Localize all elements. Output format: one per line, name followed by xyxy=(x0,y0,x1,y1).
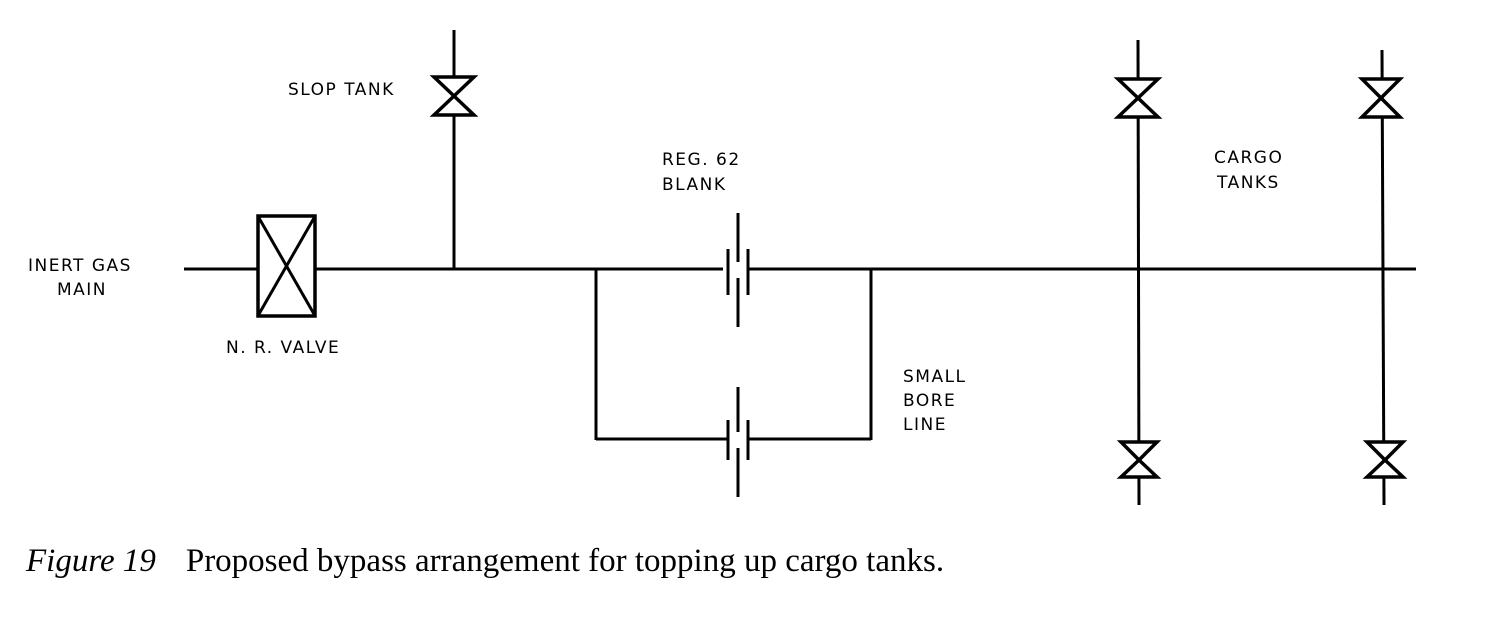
small-bore-line-label-line3: LINE xyxy=(903,415,947,435)
cargo-tanks-label-line2: TANKS xyxy=(1216,173,1280,193)
reg62-spectacle-blank-icon xyxy=(726,213,750,327)
cargo-tank-1-lower-gate-valve-icon xyxy=(1116,440,1162,479)
nr-valve-label: N. R. VALVE xyxy=(226,338,340,358)
figure-number: Figure 19 xyxy=(26,543,156,579)
cargo-tank-1-upper-gate-valve-icon xyxy=(1113,77,1163,119)
small-bore-line-label-line2: BORE xyxy=(903,391,956,411)
reg62-blank-label-line2: BLANK xyxy=(662,175,727,195)
cargo-tank-2-lower-gate-valve-icon xyxy=(1362,440,1408,479)
non-return-valve-icon xyxy=(256,214,317,318)
cargo-tank-2-upper-gate-valve-icon xyxy=(1357,77,1405,119)
small-bore-spectacle-blank-icon xyxy=(726,387,750,497)
cargo-tank-2-branch-pipe xyxy=(1380,49,1386,506)
small-bore-line-label-line1: SMALL xyxy=(903,367,967,387)
slop-tank-gate-valve-icon xyxy=(429,75,479,117)
figure-caption: Figure 19 Proposed bypass arrangement for… xyxy=(26,543,944,580)
reg62-blank-label-line1: REG. 62 xyxy=(662,150,741,170)
slop-tank-label: SLOP TANK xyxy=(288,80,395,100)
cargo-tanks-label-line1: CARGO xyxy=(1214,148,1283,168)
inert-gas-main-label-line1: INERT GAS xyxy=(28,256,132,276)
figure-caption-text: Proposed bypass arrangement for topping … xyxy=(185,543,945,579)
inert-gas-main-label-line2: MAIN xyxy=(57,280,107,300)
